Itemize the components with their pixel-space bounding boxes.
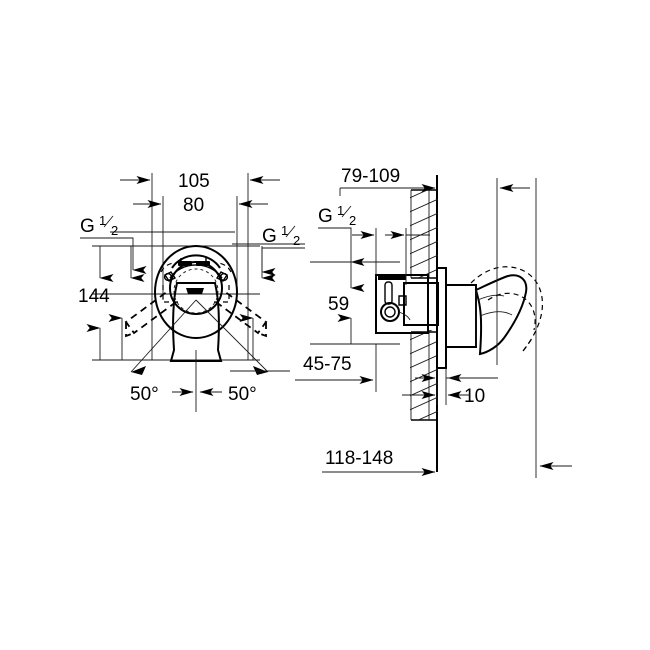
connector-left-arc xyxy=(160,262,177,273)
dim-144-label: 144 xyxy=(78,286,110,307)
thread-side-numerator: 1 xyxy=(337,203,344,218)
dimension-59: 59 xyxy=(310,261,400,345)
dim-105-label: 105 xyxy=(178,171,210,192)
front-view: 105 80 G 1 2 G 1 2 144 xyxy=(78,171,305,412)
thread-side-g: G xyxy=(318,206,333,227)
angle-left-ray xyxy=(130,299,197,373)
outer-extension-right xyxy=(496,178,572,478)
angle-right-ray xyxy=(195,299,269,373)
dimension-45-75: 45-75 xyxy=(230,344,377,392)
dim-59-label: 59 xyxy=(328,294,349,315)
lever-right-outline xyxy=(215,290,268,335)
thread-side-slash xyxy=(341,205,352,218)
thread-side-denominator: 2 xyxy=(349,213,356,228)
thread-front-right-slash xyxy=(285,225,296,238)
dimension-80: 80 xyxy=(133,195,268,216)
dim-50-right-label: 50° xyxy=(228,384,257,405)
valve-top-cap xyxy=(378,275,406,280)
faceplate-outline xyxy=(154,245,238,339)
dimension-105: 105 xyxy=(120,171,280,192)
lever-body-side xyxy=(474,274,528,356)
dimension-10: 10 xyxy=(402,368,498,407)
lever-cap-left xyxy=(178,261,192,266)
connector-left-body xyxy=(163,271,177,282)
valve-connector-curve xyxy=(398,311,411,321)
cartridge-slot xyxy=(186,288,204,294)
connector-right-body xyxy=(215,271,229,282)
lever-raised-inner xyxy=(487,292,536,331)
connector-left-hole xyxy=(163,272,173,282)
dim-118-148-label: 118-148 xyxy=(325,448,393,469)
dim-45-75-label: 45-75 xyxy=(303,354,352,375)
lever-right-tip xyxy=(257,322,267,338)
thread-front-right-g: G xyxy=(262,226,277,247)
dimension-79-109: 79-109 xyxy=(339,166,436,196)
thread-front-left-denominator: 2 xyxy=(111,223,118,238)
thread-label-front-left: G 1 2 xyxy=(80,213,147,274)
lever-cap-right xyxy=(196,261,210,266)
thread-front-left-numerator: 1 xyxy=(99,213,106,228)
lever-raised-dashed xyxy=(470,266,544,352)
thread-front-left-slash xyxy=(103,215,114,228)
angle-dimension-right: 50° xyxy=(195,299,269,405)
lever-raised-tip xyxy=(522,339,532,352)
thread-front-left-leader xyxy=(80,237,147,274)
thread-label-side: G 1 2 xyxy=(318,203,365,266)
lever-left-tip xyxy=(125,322,135,338)
thread-front-right-denominator: 2 xyxy=(293,233,300,248)
dim-80-label: 80 xyxy=(183,195,204,216)
lever-left-outline xyxy=(124,290,177,335)
thread-front-right-numerator: 1 xyxy=(281,223,288,238)
valve-port-inner xyxy=(384,306,396,318)
lever-crease-upper xyxy=(477,294,505,301)
connector-right xyxy=(215,262,232,282)
mount-corner-left xyxy=(162,285,180,303)
thread-front-left-g: G xyxy=(80,216,95,237)
connector-right-arc xyxy=(215,262,232,273)
angle-dimension-left: 50° xyxy=(130,299,197,405)
cartridge-inner-dashed xyxy=(173,268,219,314)
angle-right-arrowhead xyxy=(253,366,268,375)
dim-50-left-label: 50° xyxy=(130,384,159,405)
angle-left-arrowhead xyxy=(131,366,146,375)
shroud-arc-top xyxy=(171,254,221,269)
dim-10-label: 10 xyxy=(464,386,485,407)
thread-side-leader xyxy=(318,227,365,266)
connector-left xyxy=(160,262,177,282)
dimension-118-148: 118-148 xyxy=(322,448,436,476)
valve-side-lug xyxy=(398,295,407,306)
side-section-view: 79-109 G 1 2 59 45-75 xyxy=(230,166,572,478)
lever-swing-right-dashed xyxy=(215,290,268,338)
dim-79-109-label: 79-109 xyxy=(341,166,400,187)
mounting-box-dashed xyxy=(162,285,230,303)
front-inner-dim-arrows xyxy=(108,246,276,360)
connector-right-hole xyxy=(219,272,229,282)
mount-corner-right xyxy=(212,285,230,303)
dimension-144: 144 xyxy=(78,246,114,360)
lever-swing-left-dashed xyxy=(124,290,177,338)
dimension-valve-depth xyxy=(352,228,430,285)
lever-raised-outer xyxy=(470,266,544,352)
